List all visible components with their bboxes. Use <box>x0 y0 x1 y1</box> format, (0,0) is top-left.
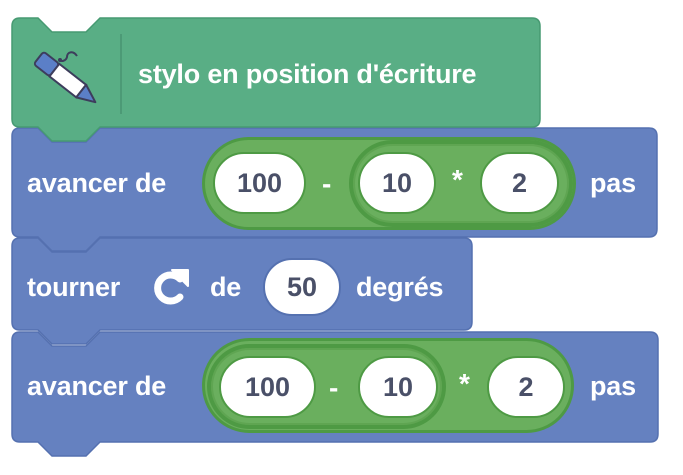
steps-label: pas <box>590 371 636 401</box>
number-input[interactable]: 2 <box>480 152 559 214</box>
steps-label: pas <box>590 168 636 198</box>
number-input[interactable]: 10 <box>358 152 436 214</box>
number-input[interactable]: 100 <box>219 356 316 418</box>
subtract-operator: - <box>322 168 332 199</box>
degrees-input[interactable]: 50 <box>263 258 341 316</box>
number-input[interactable]: 2 <box>487 356 565 418</box>
turn-label: tourner <box>27 272 121 302</box>
block-3-shape[interactable] <box>11 237 473 345</box>
number-input[interactable]: 100 <box>213 152 306 214</box>
extension-separator <box>120 34 122 114</box>
move-label: avancer de <box>27 168 167 198</box>
move-label: avancer de <box>27 371 167 401</box>
degrees-label: degrés <box>356 272 444 302</box>
number-input[interactable]: 10 <box>358 356 438 418</box>
of-label: de <box>210 272 242 302</box>
subtract-operator: - <box>329 372 339 403</box>
pen-icon <box>33 51 97 104</box>
multiply-operator: * <box>452 164 463 195</box>
multiply-operator: * <box>459 368 470 399</box>
block-1-shape[interactable] <box>11 17 541 142</box>
pen-down-label: stylo en position d'écriture <box>138 59 477 89</box>
rotate-right-icon <box>154 269 189 305</box>
